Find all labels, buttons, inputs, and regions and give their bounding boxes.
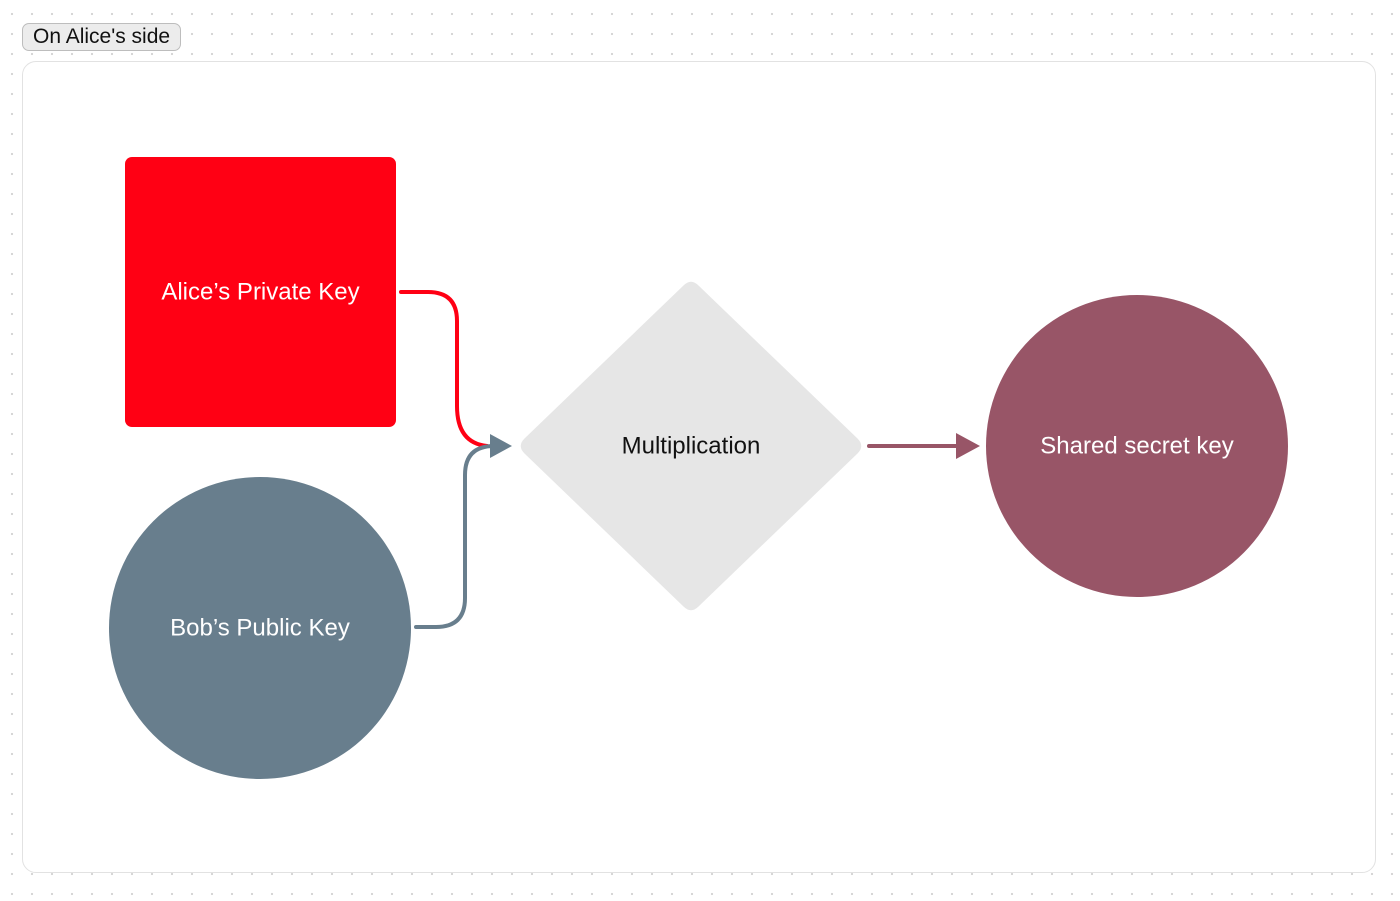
node-bob-public-key[interactable]: Bob’s Public Key <box>109 477 411 779</box>
shared-secret-key-shape <box>986 295 1288 597</box>
alice-private-key-shape <box>125 157 396 427</box>
edge-bob-to-multiplication <box>414 444 496 629</box>
arrowhead-into-multiplication <box>490 434 512 458</box>
multiplication-shape <box>520 281 862 611</box>
frame-label[interactable]: On Alice's side <box>22 23 182 51</box>
arrowhead-into-shared-secret <box>956 433 980 459</box>
alice-private-key-label: Alice’s Private Key <box>161 278 359 305</box>
node-alice-private-key[interactable]: Alice’s Private Key <box>125 157 396 427</box>
shared-secret-key-label: Shared secret key <box>1040 432 1233 459</box>
bob-public-key-shape <box>109 477 411 779</box>
edge-alice-to-multiplication <box>399 290 489 448</box>
node-multiplication[interactable]: Multiplication <box>520 281 862 611</box>
bob-public-key-label: Bob’s Public Key <box>170 614 350 641</box>
multiplication-label: Multiplication <box>622 432 761 459</box>
node-shared-secret-key[interactable]: Shared secret key <box>986 295 1288 597</box>
